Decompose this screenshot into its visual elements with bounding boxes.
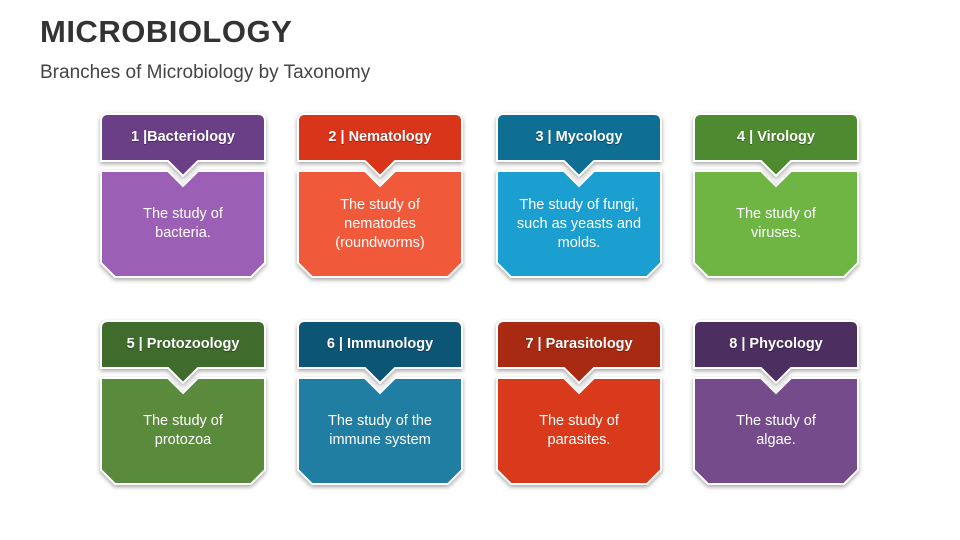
card-description: The study of fungi, such as yeasts and m… [516, 196, 642, 251]
card-title: 7 | Parasitology [525, 336, 633, 352]
card-description: The study of the immune system [328, 413, 432, 448]
card-description: The study of protozoa [143, 413, 223, 448]
card-body [496, 377, 662, 485]
card-body [496, 170, 662, 278]
card-title: 6 | Immunology [326, 336, 434, 352]
card-body [100, 377, 266, 485]
card-title: 1 |Bacteriology [131, 129, 235, 145]
card-description: The study of parasites. [539, 413, 619, 448]
card-title: 5 | Protozoology [126, 336, 240, 352]
card-description: The study of algae. [736, 413, 816, 448]
card-body [297, 377, 463, 485]
card-title: 4 | Virology [737, 129, 815, 145]
card-body [693, 377, 859, 485]
card-description: The study of viruses. [736, 206, 816, 241]
card-header [100, 320, 266, 385]
card-shape [496, 320, 662, 485]
card-header [297, 113, 463, 178]
card-header [100, 113, 266, 178]
card-shape [297, 113, 463, 278]
card-description: The study of nematodes (roundworms) [335, 196, 425, 251]
card-shape [100, 320, 266, 485]
page-subtitle: Branches of Microbiology by Taxonomy [40, 62, 371, 83]
card-body [297, 170, 463, 278]
card-shape [693, 113, 859, 278]
card-title: 8 | Phycology [729, 336, 823, 352]
card-shape [297, 320, 463, 485]
card-shape [693, 320, 859, 485]
card-body [693, 170, 859, 278]
card-title: 2 | Nematology [328, 129, 432, 145]
card-shape [100, 113, 266, 278]
card-shape [496, 113, 662, 278]
card-body [100, 170, 266, 278]
card-header [496, 113, 662, 178]
card-header [693, 320, 859, 385]
page-title: MICROBIOLOGY [40, 14, 293, 49]
card-header [496, 320, 662, 385]
card-header [297, 320, 463, 385]
card-description: The study of bacteria. [143, 206, 223, 241]
card-title: 3 | Mycology [535, 129, 623, 145]
card-header [693, 113, 859, 178]
